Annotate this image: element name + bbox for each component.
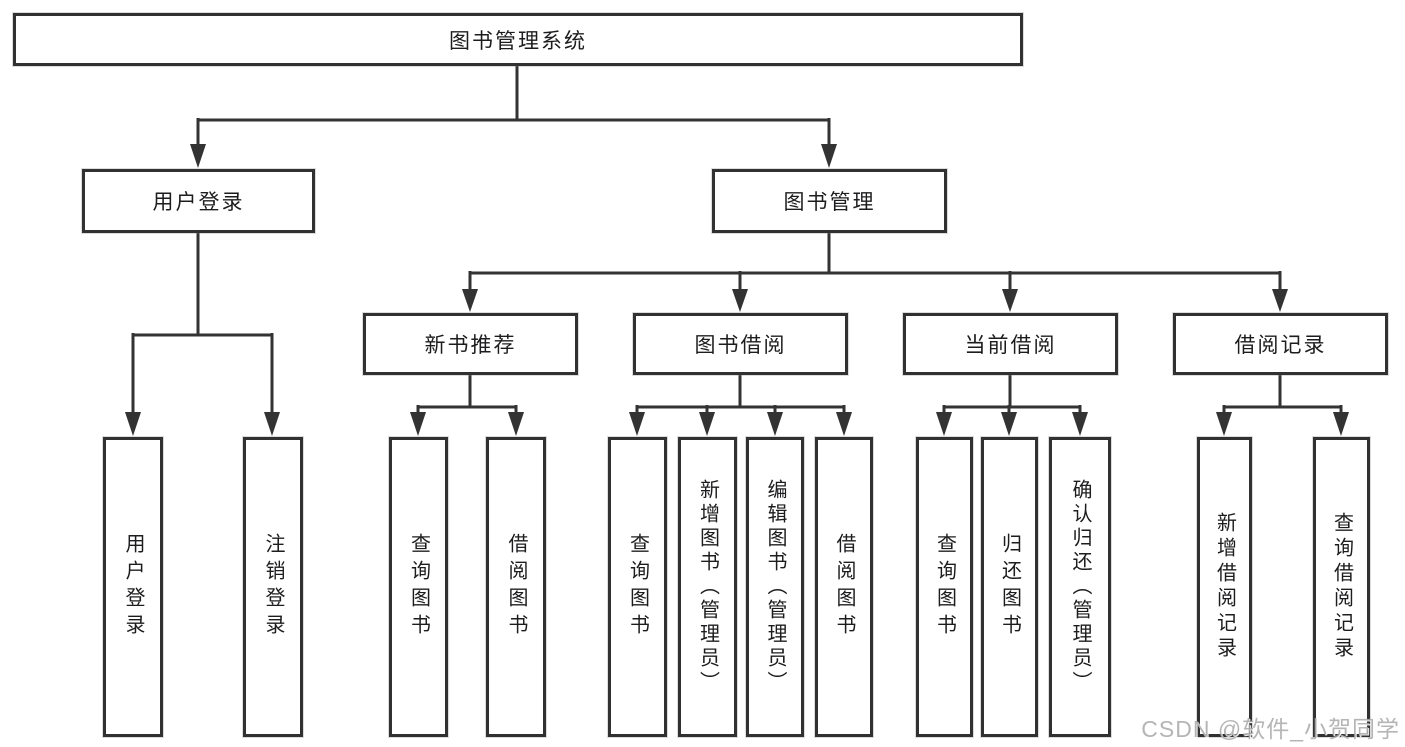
node-book-borrowing: 图书借阅 xyxy=(633,313,848,375)
leaf-search-books-current: 查询图书 xyxy=(916,437,973,737)
leaf-borrow-books-borrowing: 借阅图书 xyxy=(815,437,873,737)
leaf-borrow-books-recommend: 借阅图书 xyxy=(486,437,546,737)
edge-records-to-leaves xyxy=(1222,375,1343,418)
node-current-borrowing: 当前借阅 xyxy=(903,313,1118,375)
arrowheads xyxy=(125,144,1349,436)
node-borrowing-records: 借阅记录 xyxy=(1173,313,1388,375)
node-book-management: 图书管理 xyxy=(712,169,947,233)
leaf-user-login: 用户登录 xyxy=(103,437,163,737)
leaf-add-books-admin: 新增图书（管理员） xyxy=(678,437,737,737)
leaf-edit-books-admin: 编辑图书（管理员） xyxy=(746,437,804,737)
leaf-search-borrow-record: 查询借阅记录 xyxy=(1313,437,1370,737)
node-library-management-system: 图书管理系统 xyxy=(13,13,1023,66)
leaf-search-books-recommend: 查询图书 xyxy=(389,437,448,737)
edge-currentborrow-to-leaves xyxy=(942,375,1082,418)
edge-newbook-to-leaves xyxy=(416,375,518,418)
edge-bookmgmt-to-level3 xyxy=(468,233,1282,294)
edge-userlogin-to-leaves xyxy=(131,233,274,418)
leaf-confirm-return-admin: 确认归还（管理员） xyxy=(1049,437,1111,737)
leaf-logout-login: 注销登录 xyxy=(243,437,303,737)
edge-root-to-level2 xyxy=(196,66,831,150)
node-new-book-recommendation: 新书推荐 xyxy=(363,313,578,375)
leaf-return-books: 归还图书 xyxy=(981,437,1038,737)
watermark: CSDN @软件_小贺同学 xyxy=(1141,716,1400,742)
node-user-login: 用户登录 xyxy=(82,169,315,233)
leaf-add-borrow-record: 新增借阅记录 xyxy=(1197,437,1252,737)
edge-bookborrow-to-leaves xyxy=(635,375,846,418)
leaf-search-books-borrowing: 查询图书 xyxy=(608,437,667,737)
